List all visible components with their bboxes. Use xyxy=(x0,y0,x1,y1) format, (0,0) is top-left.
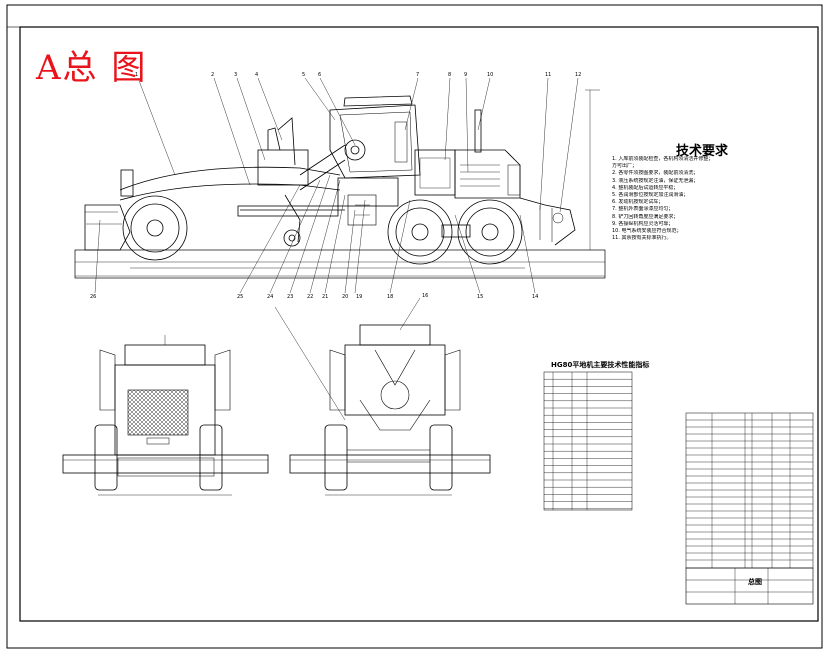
outer-border xyxy=(6,4,823,649)
svg-text:4: 4 xyxy=(255,72,258,78)
side-view-drawing xyxy=(74,89,606,279)
parts-list-rows xyxy=(686,413,813,568)
svg-text:15: 15 xyxy=(477,294,483,300)
rear-view-drawing xyxy=(289,324,491,496)
parts-list-table xyxy=(685,412,814,569)
svg-text:20: 20 xyxy=(342,294,348,300)
tech-requirement-item: 5. 各润滑部位按规定加注润滑油； xyxy=(612,192,689,199)
svg-text:10: 10 xyxy=(487,72,493,78)
svg-text:9: 9 xyxy=(464,72,467,78)
tech-requirements-list: 1. 入库前须装配检查，各机构须清洁并修整； 方可出厂；2. 各零件须按图要求，… xyxy=(612,156,780,242)
tech-requirement-item: 10. 电气系统安装应符合规范； xyxy=(612,228,682,235)
tech-requirement-item: 6. 发动机按规定试车； xyxy=(612,199,664,206)
tech-requirement-item: 8. 铲刀回转角度应满足要求； xyxy=(612,213,679,220)
spec-table xyxy=(543,371,633,511)
svg-text:11: 11 xyxy=(545,72,551,78)
tech-requirement-item: 7. 整机外表面涂漆应均匀； xyxy=(612,206,674,213)
spec-table-title: HG80平地机主要技术性能指标 xyxy=(551,361,650,369)
svg-text:3: 3 xyxy=(234,72,237,78)
spec-table-rows xyxy=(544,372,632,510)
svg-text:23: 23 xyxy=(287,294,293,300)
svg-text:1: 1 xyxy=(135,72,138,78)
svg-text:12: 12 xyxy=(575,72,581,78)
svg-text:6: 6 xyxy=(318,72,321,78)
title-block-name: 总图 xyxy=(748,578,762,586)
svg-text:26: 26 xyxy=(90,294,96,300)
svg-text:21: 21 xyxy=(322,294,328,300)
svg-text:24: 24 xyxy=(267,294,273,300)
tech-requirement-item: 4. 整机装配后试运转应平稳； xyxy=(612,184,679,191)
svg-text:5: 5 xyxy=(302,72,305,78)
svg-text:25: 25 xyxy=(237,294,243,300)
tech-requirement-item: 3. 液压系统按规定注油，保证无泄漏； xyxy=(612,177,699,184)
stamp-label: A总 图 xyxy=(36,48,148,88)
tech-requirements-title: 技术要求 xyxy=(676,144,729,159)
svg-text:7: 7 xyxy=(416,72,419,78)
svg-text:14: 14 xyxy=(532,294,538,300)
tech-requirement-item: 2. 各零件须按图要求，装配前须清洗； xyxy=(612,170,699,177)
svg-text:8: 8 xyxy=(448,72,451,78)
front-view-drawing xyxy=(62,335,269,496)
tech-requirement-item: 方可出厂； xyxy=(612,163,638,170)
title-block xyxy=(685,567,814,605)
callout-leaders xyxy=(94,77,579,421)
svg-text:22: 22 xyxy=(307,294,313,300)
svg-text:16: 16 xyxy=(422,293,428,299)
tech-requirement-item: 9. 各操纵机构应灵活可靠； xyxy=(612,220,674,227)
tech-requirement-item: 1. 入库前须装配检查，各机构须清洁并修整； xyxy=(612,156,714,162)
inner-border xyxy=(19,26,819,622)
svg-text:2: 2 xyxy=(211,72,214,78)
svg-text:18: 18 xyxy=(387,294,393,300)
svg-text:19: 19 xyxy=(356,294,362,300)
tech-requirement-item: 11. 其余按有关标准执行。 xyxy=(612,235,672,242)
